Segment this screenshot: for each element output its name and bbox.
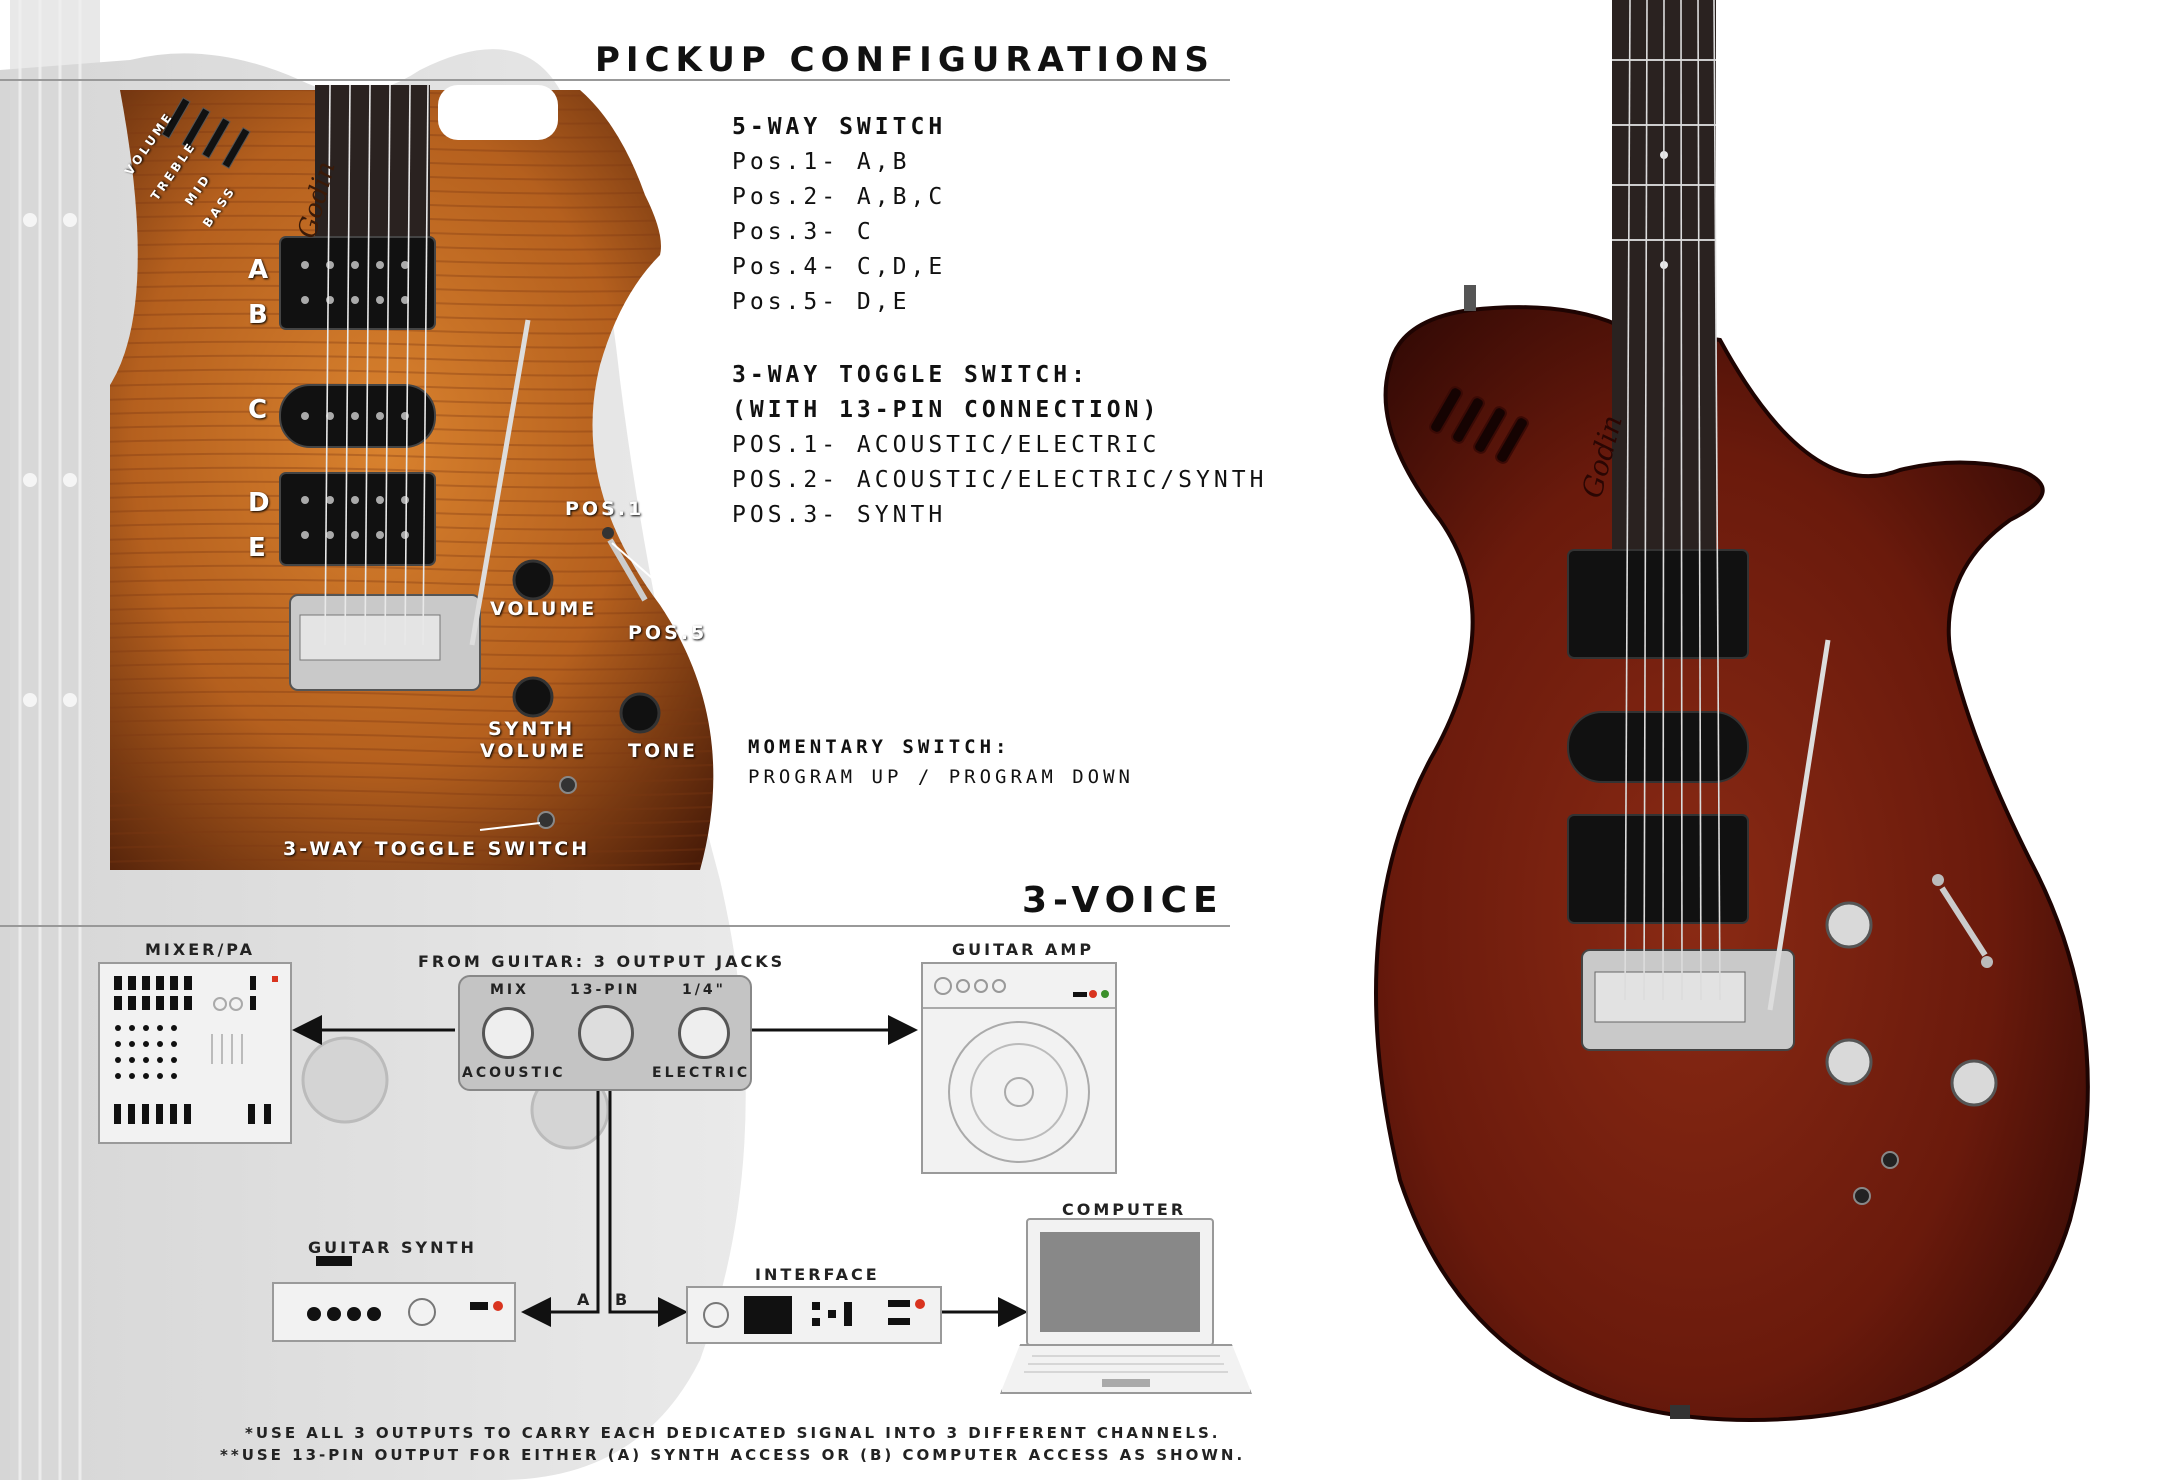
three-way-pos2: POS.2- ACOUSTIC/ELECTRIC/SYNTH bbox=[732, 467, 1268, 493]
five-way-pos2: Pos.2- A,B,C bbox=[732, 184, 947, 210]
three-way-switch-spec: 3-WAY TOGGLE SWITCH: (WITH 13-PIN CONNEC… bbox=[732, 358, 1267, 533]
guitar-synth-pedal bbox=[316, 1256, 352, 1266]
quarter-inch-jack bbox=[678, 1007, 730, 1059]
laptop-display bbox=[1040, 1232, 1200, 1332]
route-b-label: B bbox=[615, 1290, 631, 1309]
pickup-label-d: D bbox=[248, 488, 273, 518]
momentary-heading: MOMENTARY SWITCH: bbox=[748, 736, 1011, 758]
mixer-pa-device bbox=[98, 962, 292, 1144]
computer-label: COMPUTER bbox=[1062, 1200, 1187, 1219]
pos5-label: POS.5 bbox=[628, 622, 708, 644]
synth-volume-label-line1: SYNTH bbox=[488, 718, 576, 740]
five-way-pos5: Pos.5- D,E bbox=[732, 289, 911, 315]
footnote-2: **USE 13-PIN OUTPUT FOR EITHER (A) SYNTH… bbox=[220, 1446, 1246, 1464]
jack-label-mix: MIX bbox=[490, 982, 529, 998]
pickup-label-b: B bbox=[248, 300, 271, 330]
voice-divider bbox=[0, 925, 1230, 927]
five-way-heading: 5-WAY SWITCH bbox=[732, 114, 947, 140]
five-way-pos3: Pos.3- C bbox=[732, 219, 875, 245]
guitar-synth-illustration bbox=[307, 1298, 503, 1326]
acoustic-label: ACOUSTIC bbox=[462, 1065, 566, 1081]
guitar-amp-illustration bbox=[923, 977, 1115, 1163]
route-a-label: A bbox=[577, 1290, 593, 1309]
title-divider bbox=[0, 79, 1230, 81]
momentary-detail: PROGRAM UP / PROGRAM DOWN bbox=[748, 766, 1134, 788]
jack-label-quarter-inch: 1/4" bbox=[682, 982, 726, 998]
jack-label-13-pin: 13-PIN bbox=[570, 982, 641, 998]
laptop-keyboard-grid bbox=[1024, 1355, 1228, 1387]
mixer-pa-label: MIXER/PA bbox=[145, 940, 255, 959]
mix-jack bbox=[482, 1007, 534, 1059]
pickup-label-c: C bbox=[248, 395, 271, 425]
volume-knob-label: VOLUME bbox=[490, 598, 598, 620]
guitar-amp-device bbox=[921, 962, 1117, 1174]
interface-device bbox=[686, 1286, 942, 1344]
electric-label: ELECTRIC bbox=[652, 1065, 751, 1081]
guitar-amp-label: GUITAR AMP bbox=[952, 940, 1095, 959]
pickup-configurations-title: PICKUP CONFIGURATIONS bbox=[595, 40, 1215, 80]
three-way-heading: 3-WAY TOGGLE SWITCH: bbox=[732, 362, 1089, 388]
laptop-keyboard bbox=[1000, 1344, 1252, 1394]
three-way-pos3: POS.3- SYNTH bbox=[732, 502, 947, 528]
pickup-label-e: E bbox=[248, 533, 269, 563]
interface-illustration bbox=[703, 1296, 925, 1334]
five-way-pos1: Pos.1- A,B bbox=[732, 149, 911, 175]
pickup-label-a: A bbox=[248, 255, 272, 285]
mixer-pa-illustration bbox=[114, 976, 278, 1124]
footnote-1: *USE ALL 3 OUTPUTS TO CARRY EACH DEDICAT… bbox=[245, 1424, 1221, 1442]
from-guitar-label: FROM GUITAR: 3 OUTPUT JACKS bbox=[418, 952, 786, 971]
five-way-switch-spec: 5-WAY SWITCH Pos.1- A,B Pos.2- A,B,C Pos… bbox=[732, 110, 946, 320]
tone-knob-label: TONE bbox=[628, 740, 698, 762]
three-way-toggle-label: 3-WAY TOGGLE SWITCH bbox=[283, 838, 591, 860]
three-way-subheading: (WITH 13-PIN CONNECTION) bbox=[732, 397, 1161, 423]
guitar-synth-device bbox=[272, 1282, 516, 1342]
guitar-closeup-photo bbox=[110, 85, 714, 870]
thirteen-pin-jack bbox=[578, 1005, 634, 1061]
pos1-label: POS.1 bbox=[565, 498, 645, 520]
laptop-screen bbox=[1026, 1218, 1214, 1346]
five-way-pos4: Pos.4- C,D,E bbox=[732, 254, 947, 280]
three-voice-title: 3-VOICE bbox=[1022, 880, 1224, 921]
guitar-fullbody-photo bbox=[1374, 0, 2090, 1423]
output-jack-plate: MIX 13-PIN 1/4" ACOUSTIC ELECTRIC bbox=[458, 975, 752, 1091]
three-way-pos1: POS.1- ACOUSTIC/ELECTRIC bbox=[732, 432, 1161, 458]
synth-volume-label-line2: VOLUME bbox=[480, 740, 588, 762]
interface-label: INTERFACE bbox=[755, 1265, 880, 1284]
guitar-synth-label: GUITAR SYNTH bbox=[308, 1238, 477, 1257]
momentary-switch-spec: MOMENTARY SWITCH: PROGRAM UP / PROGRAM D… bbox=[748, 732, 1134, 792]
signal-flow-lines bbox=[292, 1015, 1028, 1327]
